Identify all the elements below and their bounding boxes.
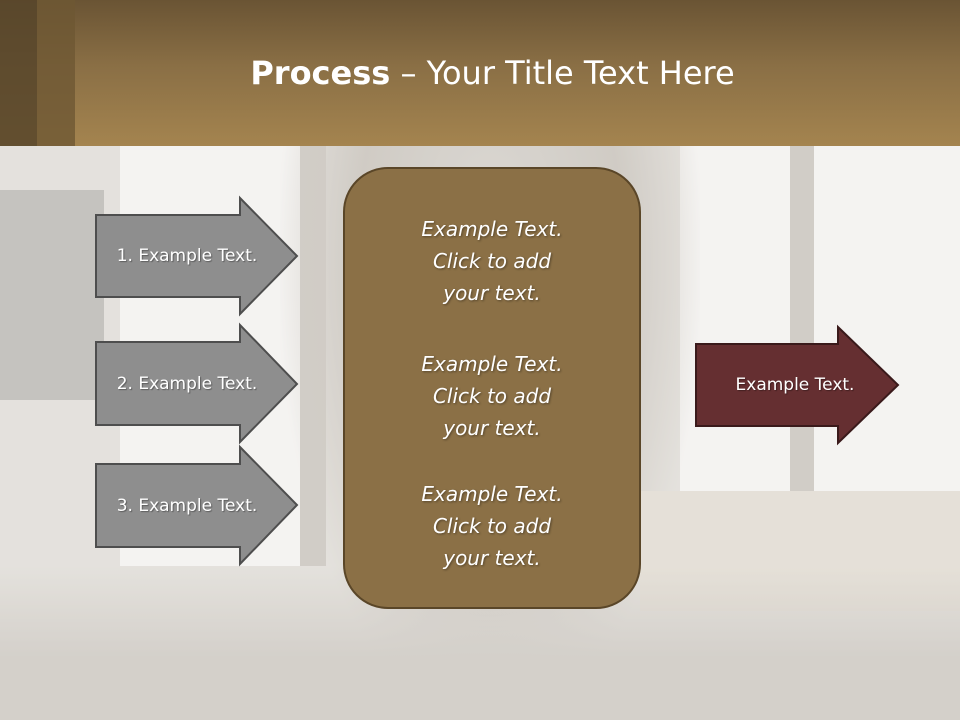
arrow-shape-1[interactable]: [95, 195, 299, 317]
arrow-shape-2[interactable]: [95, 322, 299, 445]
arrow-label-3: 3. Example Text.: [116, 495, 258, 516]
title-rest: – Your Title Text Here: [390, 54, 735, 92]
title-bold: Process: [250, 54, 391, 92]
title-bar: Process – Your Title Text Here: [0, 0, 960, 146]
right-arrow-label: Example Text.: [735, 375, 855, 395]
window-frame: [790, 146, 814, 506]
right-arrow-shape[interactable]: [695, 324, 900, 446]
header-stripe: [0, 0, 37, 146]
center-box-shape[interactable]: [343, 167, 641, 609]
center-text-block-3: Example Text. Click to add your text.: [421, 482, 563, 570]
center-text-block-1: Example Text. Click to add your text.: [421, 217, 563, 305]
arrow-shape-3[interactable]: [95, 444, 299, 567]
arrow-label-1: 1. Example Text.: [116, 246, 258, 266]
center-text-block-2: Example Text. Click to add your text.: [421, 352, 563, 440]
slide-title[interactable]: Process – Your Title Text Here: [0, 54, 960, 92]
arrow-label-2: 2. Example Text.: [116, 373, 258, 394]
header-stripe: [37, 0, 75, 146]
monitor: [0, 190, 104, 400]
